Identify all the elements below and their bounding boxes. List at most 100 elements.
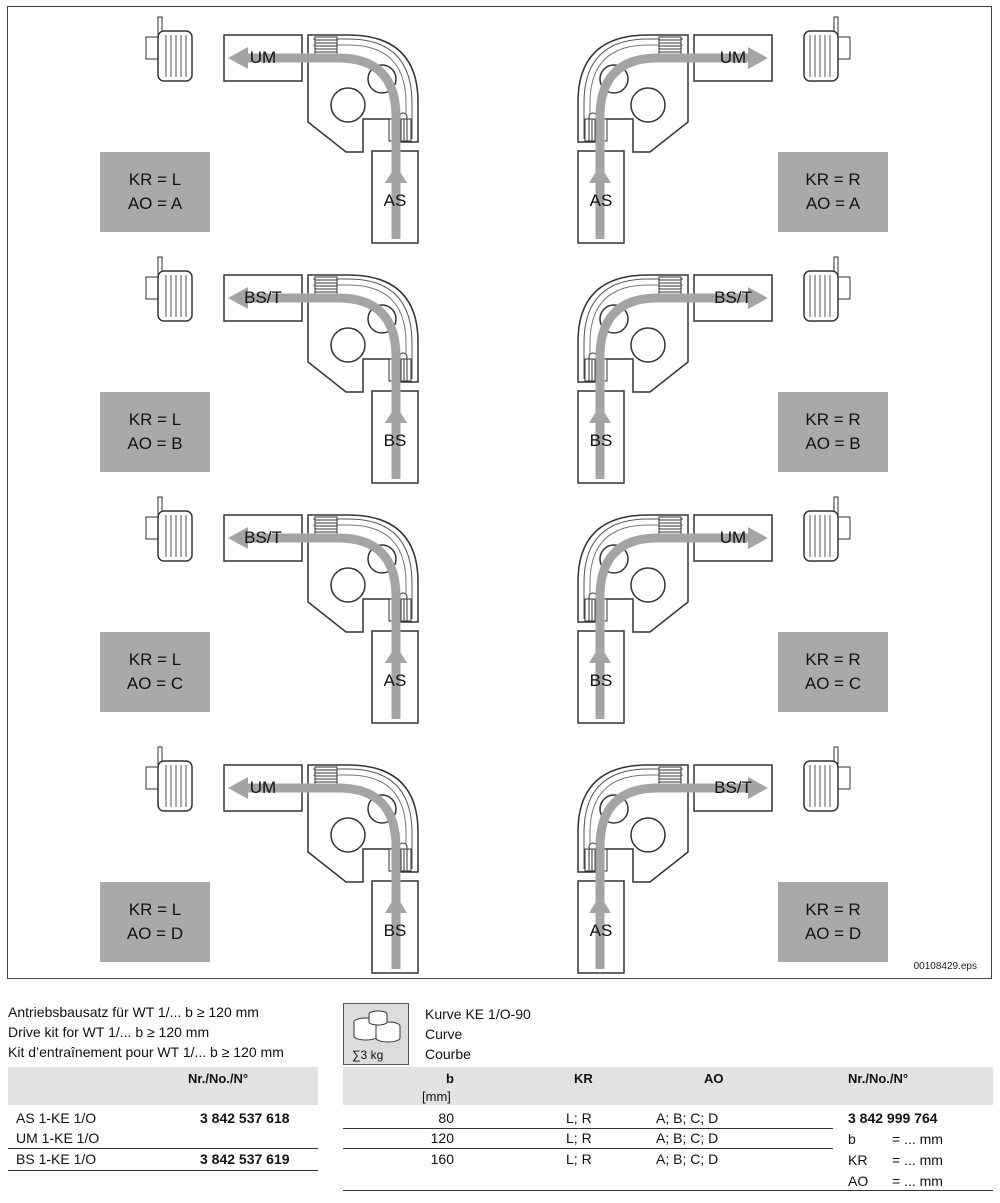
flow-arrow xyxy=(228,777,407,969)
ao-value: AO = B xyxy=(127,434,183,453)
drive-kit-col-header: Nr./No./N° xyxy=(188,1071,249,1086)
curve-housing xyxy=(307,514,419,633)
curve-housing xyxy=(307,764,419,883)
side-label: UM xyxy=(249,48,277,67)
curve-col-nr: Nr./No./N° xyxy=(848,1071,909,1086)
flow-arrow xyxy=(228,527,407,719)
curve-housing xyxy=(577,34,689,153)
divider xyxy=(343,1148,833,1149)
kr-value: KR = R xyxy=(805,410,861,429)
kr-value: KR = R xyxy=(805,650,861,669)
curve-housing xyxy=(307,34,419,153)
motor-icon xyxy=(145,256,193,322)
bottom-label: BS xyxy=(589,671,613,690)
divider xyxy=(8,1148,318,1149)
curve-row-kr: L; R xyxy=(566,1151,592,1167)
drive-kit-row-nr: 3 842 537 619 xyxy=(200,1151,290,1167)
kr-ao-box: KR = R AO = C xyxy=(778,632,888,712)
weights-icon xyxy=(353,1010,401,1043)
curve-col-kr: KR xyxy=(574,1071,593,1086)
file-code: 00108429.eps xyxy=(913,961,977,972)
bottom-label: AS xyxy=(589,921,613,940)
curve-col-ao: AO xyxy=(704,1071,724,1086)
ao-value: AO = D xyxy=(804,924,862,943)
order-field-key: KR xyxy=(848,1152,868,1168)
curve-row-ao: A; B; C; D xyxy=(656,1151,719,1167)
drive-kit-title-en: Drive kit for WT 1/... b ≥ 120 mm xyxy=(8,1024,210,1040)
bottom-label: BS xyxy=(383,431,407,450)
side-label: UM xyxy=(719,528,747,547)
drive-kit-row-name: BS 1-KE 1/O xyxy=(16,1151,97,1167)
drive-kit-title-fr: Kit d’entraînement pour WT 1/... b ≥ 120… xyxy=(8,1044,284,1060)
kr-value: KR = L xyxy=(128,410,182,429)
curve-row-ao: A; B; C; D xyxy=(656,1130,719,1146)
curve-row-kr: L; R xyxy=(566,1130,592,1146)
kr-ao-box: KR = R AO = B xyxy=(778,392,888,472)
kr-ao-box: KR = R AO = D xyxy=(778,882,888,962)
side-label: BS/T xyxy=(244,528,282,547)
flow-arrow xyxy=(228,287,407,479)
curve-order-number: 3 842 999 764 xyxy=(848,1110,938,1126)
kr-value: KR = R xyxy=(805,900,861,919)
curve-title-fr: Courbe xyxy=(425,1046,471,1062)
curve-row-ao: A; B; C; D xyxy=(656,1110,719,1126)
side-label: UM xyxy=(249,778,277,797)
ao-value: AO = C xyxy=(126,674,184,693)
motor-icon xyxy=(803,16,851,82)
order-field-value: = ... mm xyxy=(892,1173,943,1189)
curve-title-de: Kurve KE 1/O-90 xyxy=(425,1006,531,1022)
curve-row-b: 120 xyxy=(430,1130,454,1146)
curve-row-b: 160 xyxy=(430,1151,454,1167)
motor-icon xyxy=(145,16,193,82)
kr-value: KR = L xyxy=(128,650,182,669)
curve-col-b: b xyxy=(446,1071,454,1086)
motor-icon xyxy=(803,496,851,562)
side-label: BS/T xyxy=(244,288,282,307)
diagram-cell: BS/T BS KR = L AO = B xyxy=(8,247,498,487)
kr-value: KR = R xyxy=(805,170,861,189)
ao-value: AO = A xyxy=(127,194,183,213)
bottom-label: BS xyxy=(383,921,407,940)
ao-value: AO = B xyxy=(805,434,861,453)
curve-row-b: 80 xyxy=(438,1110,454,1126)
motor-icon xyxy=(803,746,851,812)
order-field-value: = ... mm xyxy=(892,1131,943,1147)
ao-value: AO = D xyxy=(126,924,184,943)
side-label: BS/T xyxy=(714,778,752,797)
flow-arrow xyxy=(589,777,768,969)
kr-value: KR = L xyxy=(128,170,182,189)
curve-housing xyxy=(307,274,419,393)
drive-kit-row-name: UM 1-KE 1/O xyxy=(16,1130,100,1146)
curve-row-kr: L; R xyxy=(566,1110,592,1126)
diagram-cell: BS/T AS KR = R AO = D xyxy=(498,737,988,977)
drive-kit-row-name: AS 1-KE 1/O xyxy=(16,1110,97,1126)
drive-kit-title-de: Antriebsbausatz für WT 1/... b ≥ 120 mm xyxy=(8,1004,259,1020)
curve-housing xyxy=(577,514,689,633)
flow-arrow xyxy=(589,527,768,719)
curve-header-bar xyxy=(343,1067,993,1105)
divider xyxy=(343,1190,993,1191)
curve-housing xyxy=(577,274,689,393)
diagram-cell: BS/T AS KR = L AO = C xyxy=(8,487,498,727)
divider xyxy=(343,1128,833,1129)
kr-ao-box: KR = L AO = C xyxy=(100,632,210,712)
drive-kit-header-bar xyxy=(8,1067,318,1105)
side-label: UM xyxy=(719,48,747,67)
motor-icon xyxy=(803,256,851,322)
kr-ao-box: KR = L AO = B xyxy=(100,392,210,472)
ao-value: AO = C xyxy=(804,674,862,693)
bottom-label: AS xyxy=(383,671,407,690)
order-field-key: b xyxy=(848,1131,856,1147)
flow-arrow xyxy=(589,47,768,239)
curve-title-en: Curve xyxy=(425,1026,463,1042)
side-label: BS/T xyxy=(714,288,752,307)
motor-icon xyxy=(145,496,193,562)
curve-housing xyxy=(577,764,689,883)
flow-arrow xyxy=(228,47,407,239)
